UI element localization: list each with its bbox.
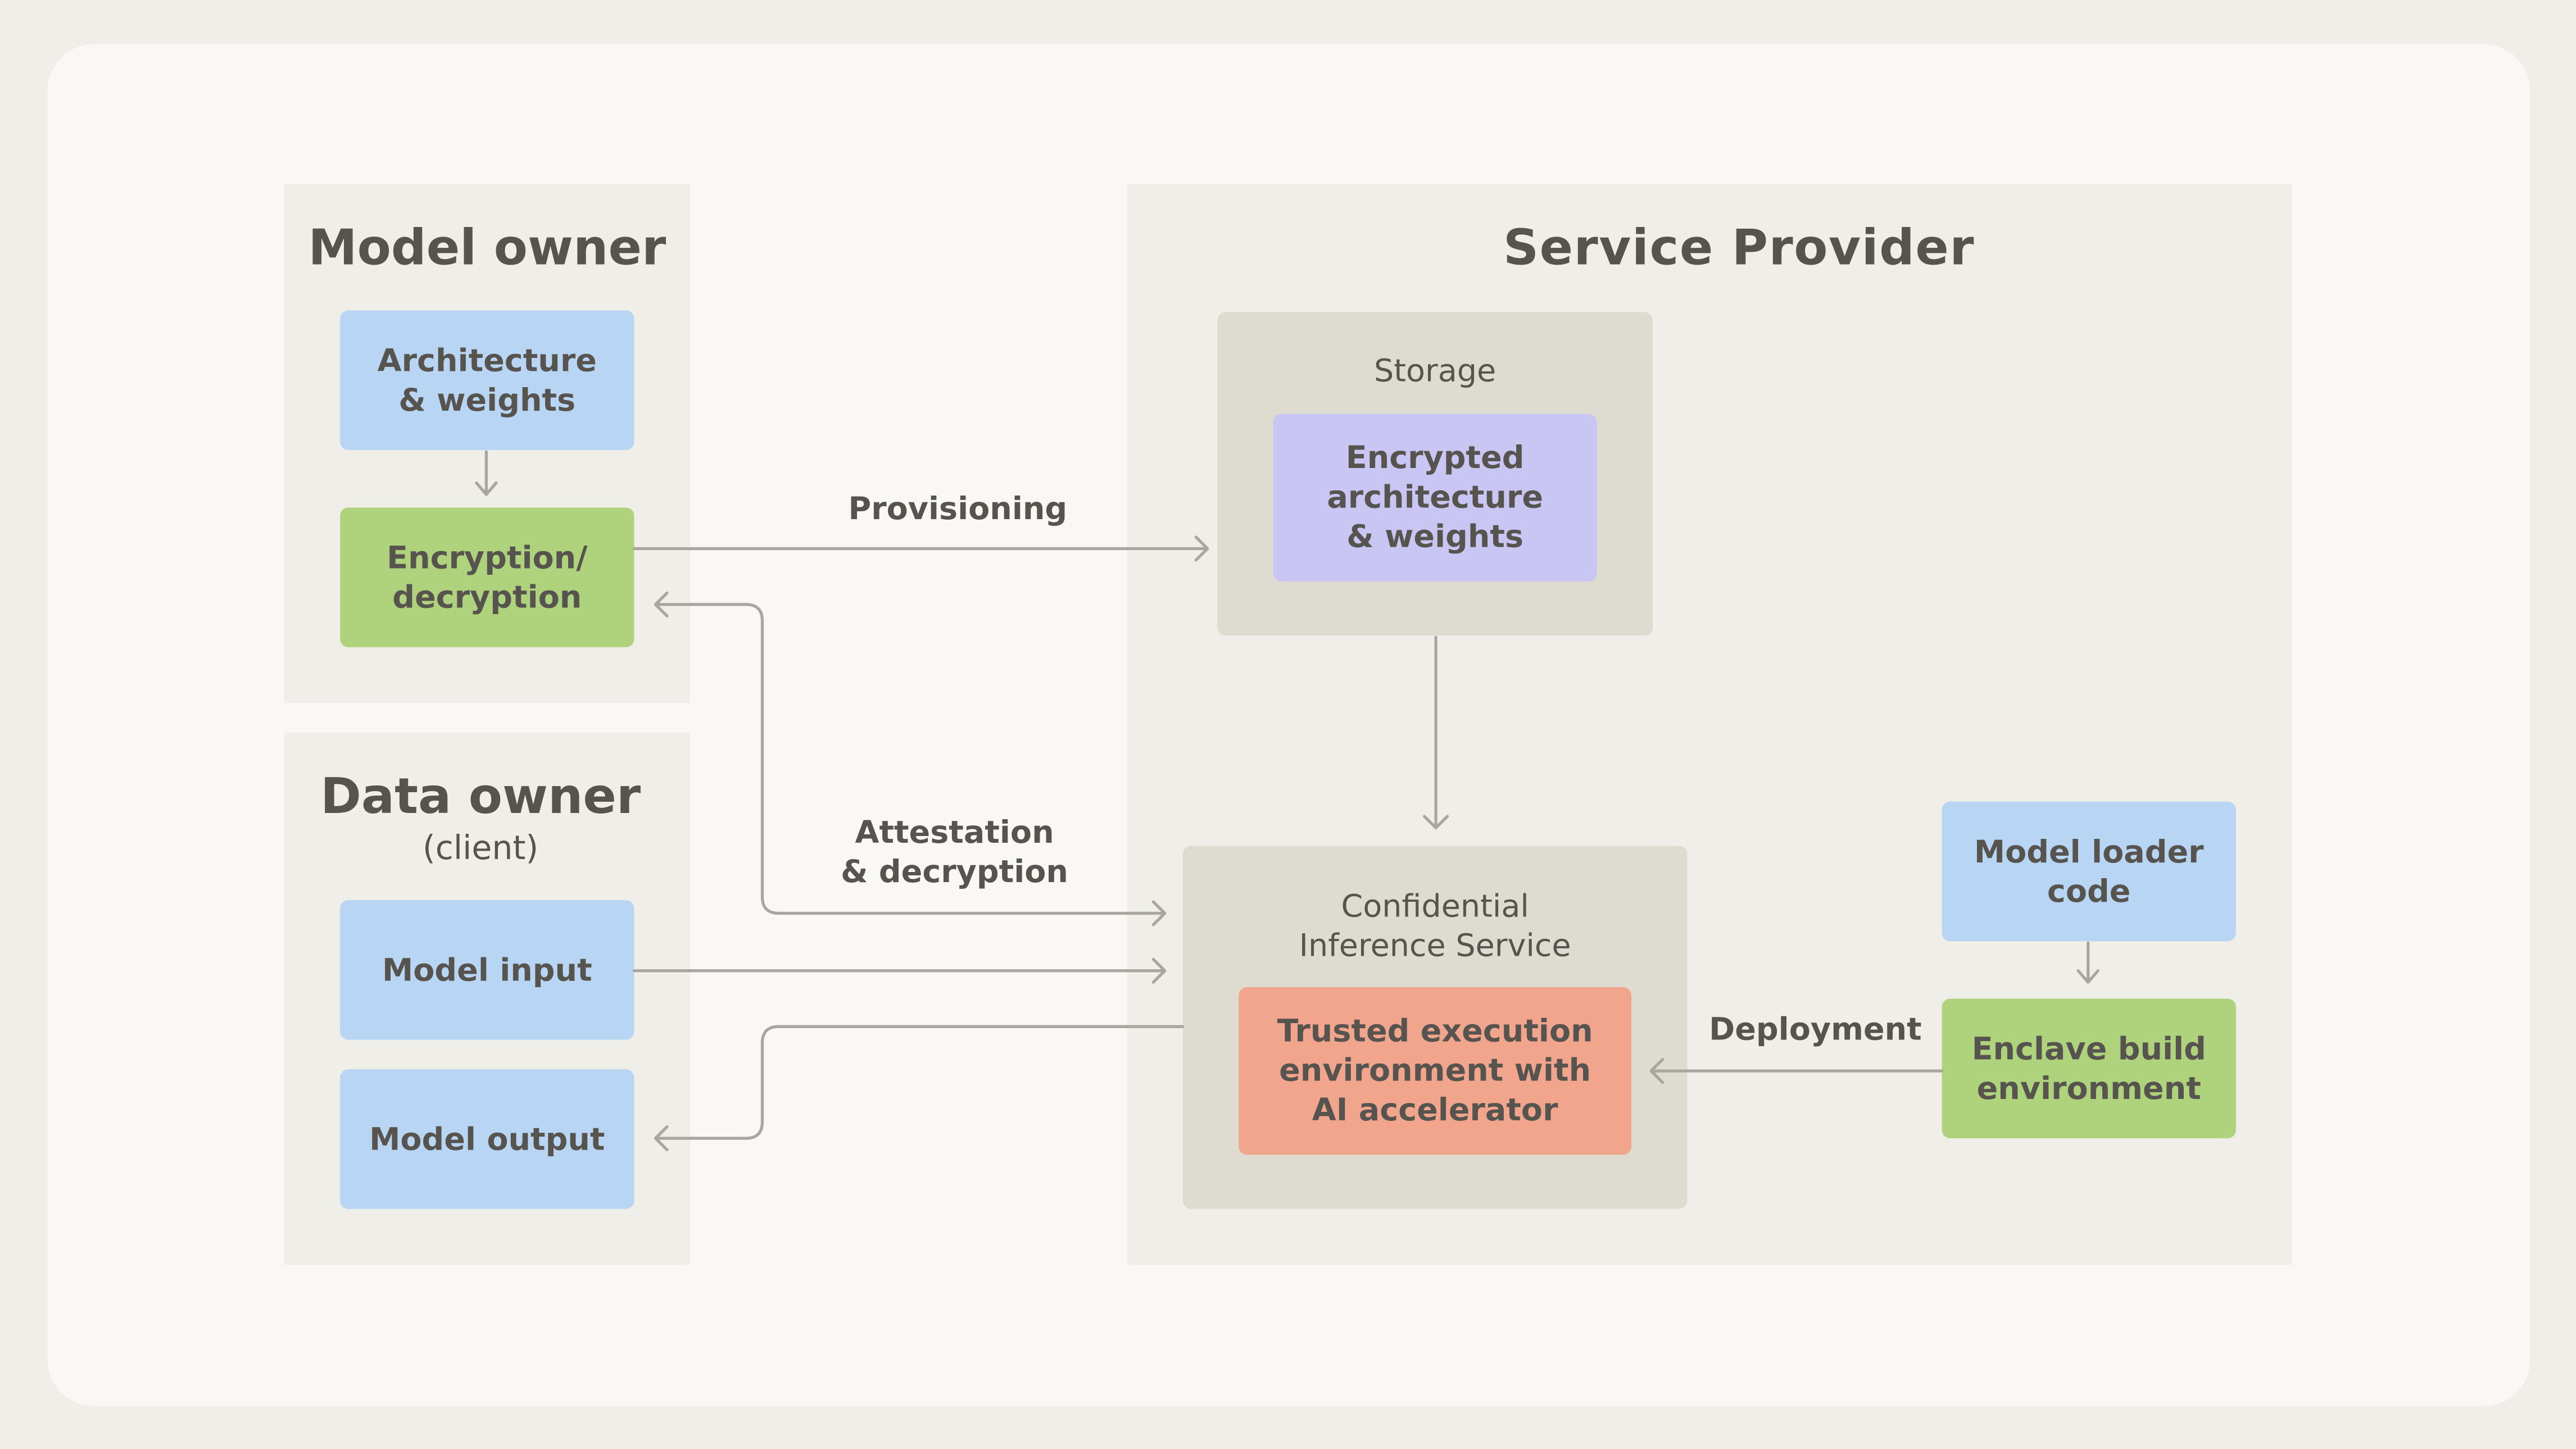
arrow-model-output: [654, 1025, 1185, 1152]
encrypted-architecture-weights-box: Encrypted architecture & weights: [1273, 414, 1597, 582]
architecture-weights-box: Architecture & weights: [340, 310, 634, 451]
provisioning-label: Provisioning: [848, 491, 1068, 528]
model-owner-title: Model owner: [308, 220, 666, 278]
trusted-execution-environment-box: Trusted execution environment with AI ac…: [1239, 987, 1632, 1155]
arrow-model-input: [632, 957, 1167, 984]
arrow-attestation: [654, 591, 1167, 926]
arrow-provisioning: [632, 535, 1209, 562]
confidential-inference-title: Confidential Inference Service: [1299, 888, 1571, 965]
arrow-architecture-to-encryption: [475, 450, 498, 496]
arrow-loader-to-enclave: [2076, 941, 2099, 984]
enclave-build-environment-box: Enclave build environment: [1942, 998, 2236, 1138]
data-owner-title: Data owner: [320, 769, 641, 826]
arrow-storage-to-inference: [1423, 635, 1449, 830]
service-provider-title: Service Provider: [1503, 220, 1975, 278]
deployment-label: Deployment: [1709, 1011, 1922, 1048]
model-input-box: Model input: [340, 900, 634, 1040]
encryption-decryption-box: Encryption/ decryption: [340, 507, 634, 647]
storage-title: Storage: [1374, 353, 1496, 389]
model-output-box: Model output: [340, 1069, 634, 1209]
data-owner-subtitle: (client): [422, 828, 539, 867]
attestation-decryption-label: Attestation & decryption: [841, 815, 1068, 891]
arrow-deployment: [1649, 1058, 1944, 1084]
model-loader-code-box: Model loader code: [1942, 801, 2236, 942]
